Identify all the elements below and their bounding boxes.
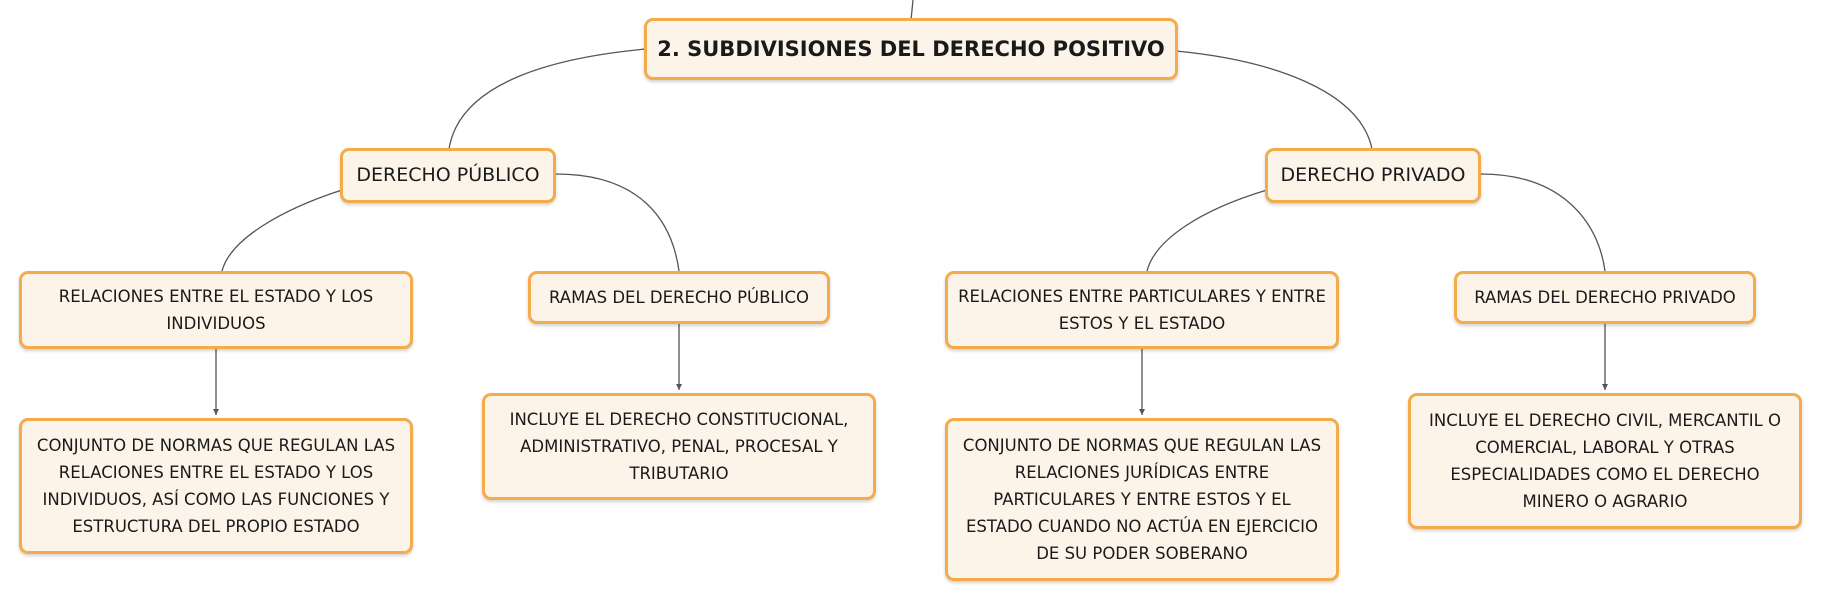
privado-relaciones-detalle-node[interactable]: CONJUNTO DE NORMAS QUE REGULAN LAS RELAC… [945, 418, 1339, 581]
privado-ramas-detalle-node[interactable]: INCLUYE EL DERECHO CIVIL, MERCANTIL O CO… [1408, 393, 1802, 529]
derecho-privado-node[interactable]: DERECHO PRIVADO [1265, 148, 1481, 203]
publico-relaciones-detalle-text: CONJUNTO DE NORMAS QUE REGULAN LAS RELAC… [36, 436, 396, 536]
publico-ramas-detalle-text: INCLUYE EL DERECHO CONSTITUCIONAL, ADMIN… [509, 410, 849, 483]
derecho-publico-label: DERECHO PÚBLICO [356, 164, 540, 186]
connector-privado-ramas [1480, 173, 1606, 272]
connector-root-privado [1175, 50, 1373, 150]
privado-relaciones-label: RELACIONES ENTRE PARTICULARES Y ENTRE ES… [958, 287, 1326, 333]
connector-top-stub [910, 0, 914, 21]
connector-publico-relaciones [221, 189, 343, 272]
derecho-privado-label: DERECHO PRIVADO [1280, 164, 1466, 186]
publico-relaciones-label: RELACIONES ENTRE EL ESTADO Y LOS INDIVID… [58, 287, 374, 333]
connector-privado-relaciones [1146, 189, 1268, 272]
publico-relaciones-node[interactable]: RELACIONES ENTRE EL ESTADO Y LOS INDIVID… [19, 271, 413, 349]
root-node[interactable]: 2. SUBDIVISIONES DEL DERECHO POSITIVO [644, 18, 1178, 80]
publico-relaciones-detalle-node[interactable]: CONJUNTO DE NORMAS QUE REGULAN LAS RELAC… [19, 418, 413, 554]
privado-ramas-label: RAMAS DEL DERECHO PRIVADO [1474, 288, 1736, 307]
root-node-label: 2. SUBDIVISIONES DEL DERECHO POSITIVO [657, 37, 1165, 61]
privado-ramas-node[interactable]: RAMAS DEL DERECHO PRIVADO [1454, 271, 1756, 324]
derecho-publico-node[interactable]: DERECHO PÚBLICO [340, 148, 556, 203]
publico-ramas-node[interactable]: RAMAS DEL DERECHO PÚBLICO [528, 271, 830, 324]
publico-ramas-detalle-node[interactable]: INCLUYE EL DERECHO CONSTITUCIONAL, ADMIN… [482, 393, 876, 500]
publico-ramas-label: RAMAS DEL DERECHO PÚBLICO [549, 288, 809, 307]
privado-relaciones-detalle-text: CONJUNTO DE NORMAS QUE REGULAN LAS RELAC… [962, 436, 1322, 563]
connector-publico-ramas [555, 173, 680, 272]
connector-root-publico [448, 48, 647, 150]
privado-relaciones-node[interactable]: RELACIONES ENTRE PARTICULARES Y ENTRE ES… [945, 271, 1339, 349]
privado-ramas-detalle-text: INCLUYE EL DERECHO CIVIL, MERCANTIL O CO… [1428, 411, 1782, 511]
